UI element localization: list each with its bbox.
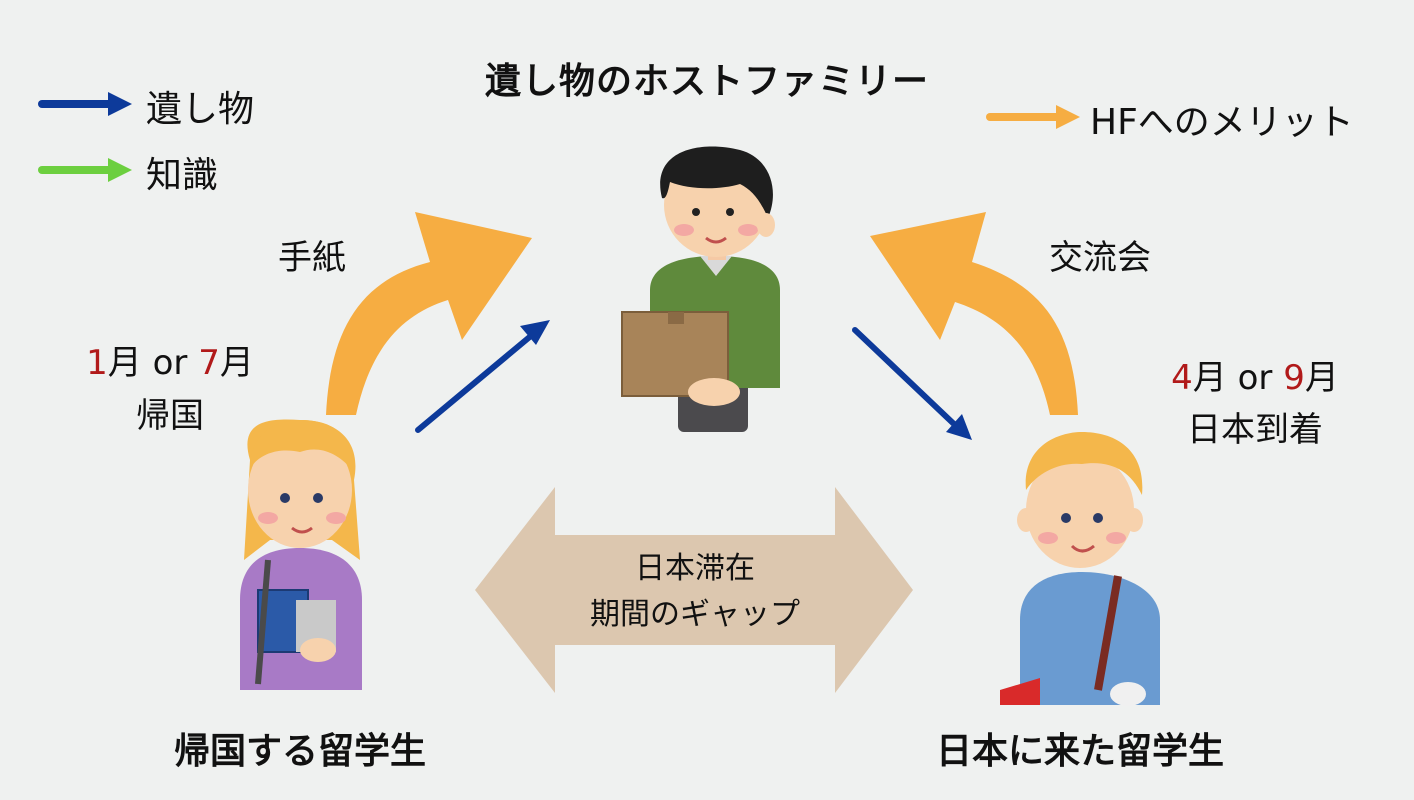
host-family-figure bbox=[621, 146, 780, 432]
arrival-month-unit-b: 月 bbox=[1304, 358, 1339, 398]
return-month-b: 7 bbox=[198, 343, 220, 383]
legend-gift-label: 遺し物 bbox=[146, 89, 255, 130]
page-title: 遺し物のホストファミリー bbox=[484, 61, 929, 102]
letter-label: 手紙 bbox=[278, 238, 346, 278]
legend-merit-arrow bbox=[986, 105, 1080, 129]
legend-knowledge-arrow bbox=[38, 158, 132, 182]
arrived-student-figure bbox=[1000, 432, 1160, 706]
return-or: or bbox=[141, 343, 199, 383]
arrival-month-unit-a: 月 bbox=[1192, 358, 1227, 398]
arrival-or: or bbox=[1226, 358, 1284, 398]
legend-merit-label: HFへのメリット bbox=[1090, 102, 1354, 143]
letter-merit-arrow bbox=[326, 212, 532, 415]
return-month-unit-a: 月 bbox=[107, 343, 142, 383]
arrived-student-name: 日本に来た留学生 bbox=[935, 731, 1224, 772]
return-month-unit-b: 月 bbox=[219, 343, 254, 383]
return-month-text: 1月 or 7月 bbox=[60, 335, 280, 384]
arrival-month-text: 4月 or 9月 bbox=[1145, 350, 1365, 399]
gap-double-arrow bbox=[475, 487, 913, 693]
legend-knowledge-label: 知識 bbox=[146, 155, 219, 196]
gap-line1: 日本滞在 bbox=[635, 551, 755, 586]
legend-gift-arrow bbox=[38, 92, 132, 116]
gift-arrow-to-student bbox=[852, 327, 972, 440]
exchange-label: 交流会 bbox=[1049, 238, 1151, 278]
arrival-month-a: 4 bbox=[1171, 358, 1193, 398]
gift-arrow-to-hf bbox=[415, 320, 550, 433]
exchange-merit-arrow bbox=[870, 212, 1078, 415]
gap-line2: 期間のギャップ bbox=[590, 597, 800, 632]
return-label: 帰国 bbox=[136, 396, 204, 436]
return-month-a: 1 bbox=[86, 343, 108, 383]
returning-student-figure bbox=[240, 419, 362, 690]
arrival-label: 日本到着 bbox=[1187, 410, 1323, 450]
returning-student-name: 帰国する留学生 bbox=[173, 731, 426, 772]
arrival-month-b: 9 bbox=[1283, 358, 1305, 398]
